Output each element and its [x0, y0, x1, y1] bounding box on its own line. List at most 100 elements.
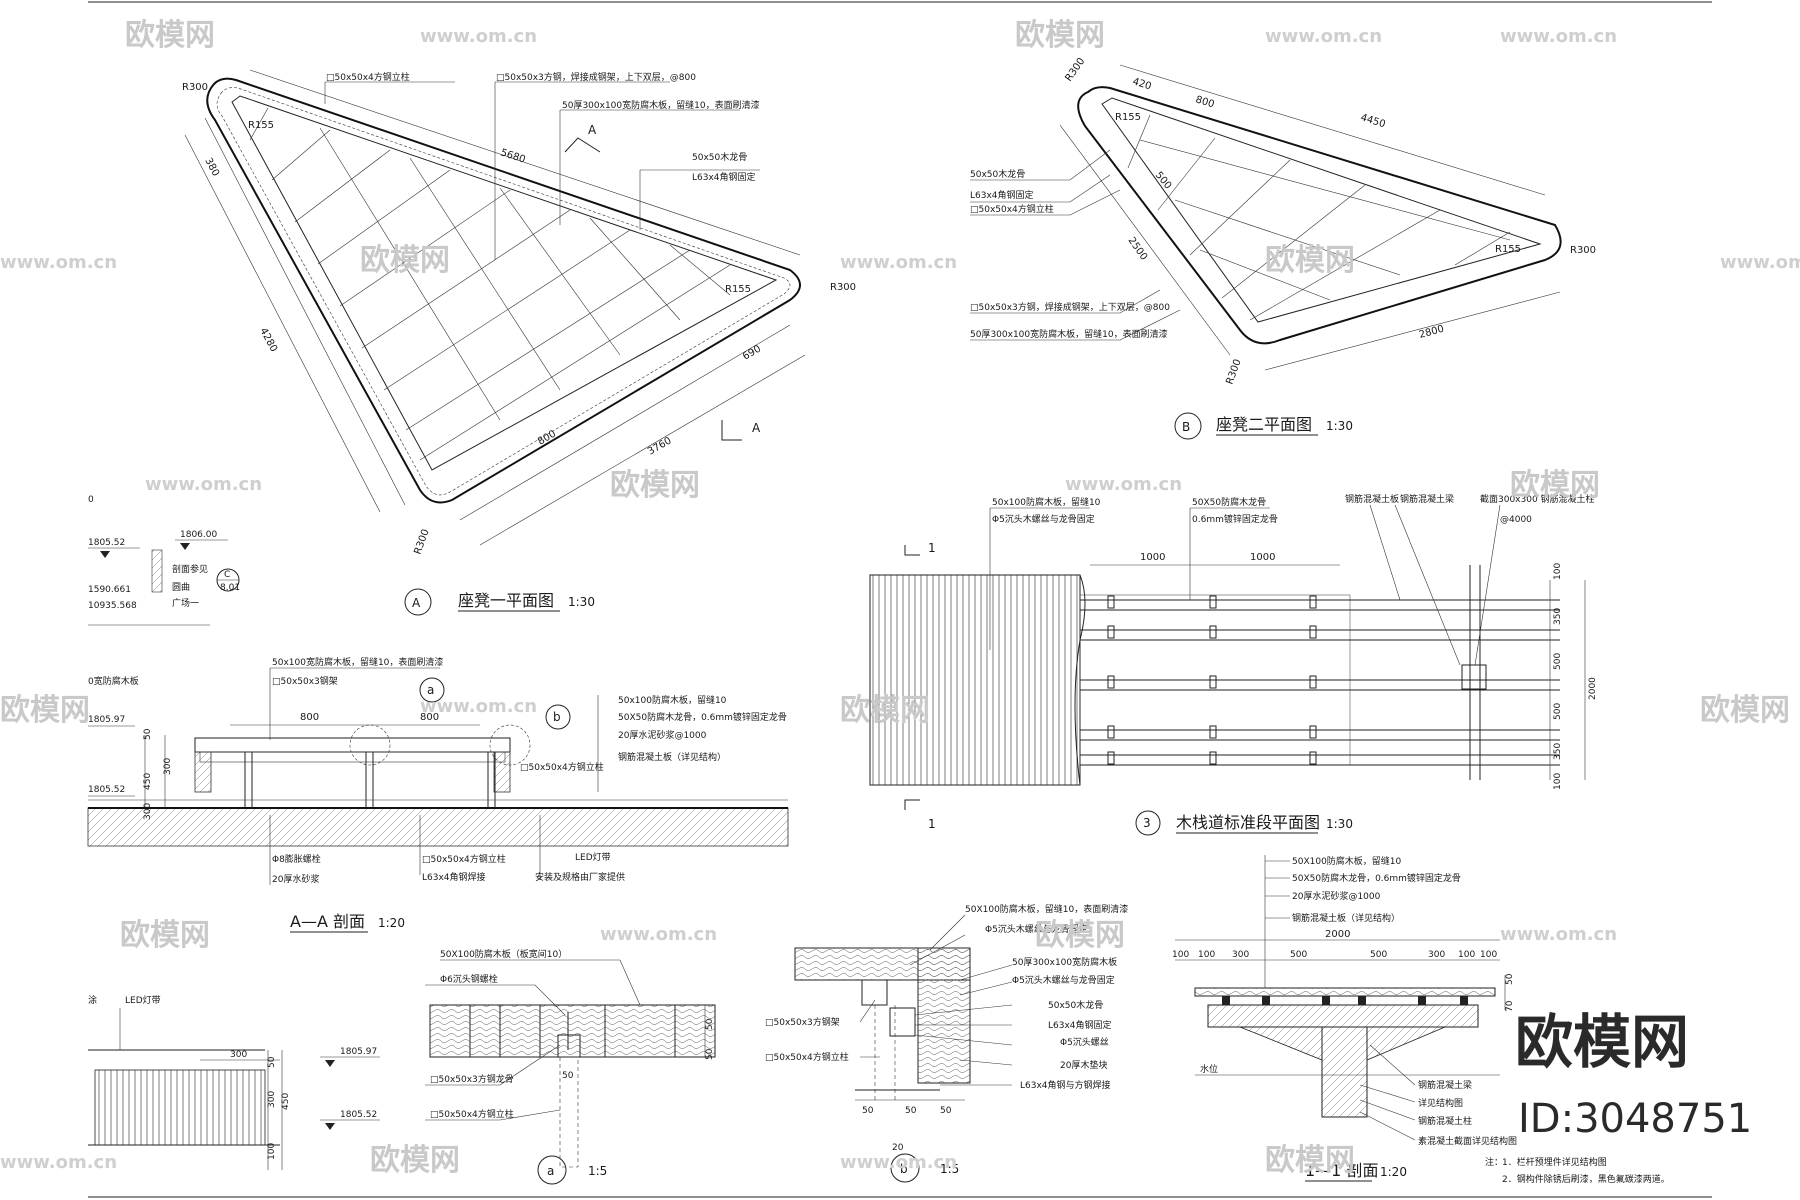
- section-11-note-5: 钢筋混凝土梁: [1418, 1079, 1472, 1091]
- plan-a-note-post: □50x50x4方钢立柱: [326, 71, 410, 83]
- plan-a-dimension-lines: [184, 69, 806, 546]
- plan-b-note-joist: 50x50木龙骨: [970, 168, 1025, 180]
- plan-a-title-marker: [404, 588, 432, 616]
- section-aa-dim-800-a: 800: [300, 712, 319, 723]
- detail-b: 50 50 50 20 50X100防腐木板，留缝10，表面刷清漆 Φ5沉头木螺…: [765, 903, 1128, 1183]
- watermark-url-7: www.om.cn: [145, 474, 262, 495]
- plan-a-outline-inner: [231, 95, 778, 471]
- detail-b-marker: [890, 1153, 920, 1183]
- detail-b-note-6: L63x4角钢固定: [1048, 1019, 1112, 1031]
- plan-a-note-joist: 50x50木龙骨: [692, 151, 747, 163]
- plan-3-dim-1000-b: 1000: [1250, 552, 1275, 563]
- plan-3-note-spacing: @4000: [1500, 515, 1532, 525]
- section-11-leaders-top: [1264, 855, 1290, 988]
- section-11-dim-100-b: 100: [1198, 950, 1215, 960]
- plan-3-note-galv: 0.6mm镀锌固定龙骨: [1192, 513, 1278, 525]
- plan-a-section-mark-bottom: [721, 420, 742, 441]
- plan-b-radius-top: R300: [1063, 56, 1087, 84]
- detail-a-dim-50-a: 50: [705, 1018, 715, 1030]
- plan-a-leaders: [324, 81, 760, 260]
- plan-b-dim-800: 800: [1194, 94, 1215, 110]
- detail-b-note-7: Φ5沉头螺丝: [1060, 1036, 1109, 1048]
- section-11-note-8: 素混凝土截面详见结构图: [1418, 1135, 1517, 1147]
- plan-3-dim-500-a: 500: [1553, 653, 1563, 670]
- watermark-brand-8: 欧模网: [840, 693, 930, 728]
- watermark-brand-9: 欧模网: [1700, 693, 1790, 728]
- plan-b-note-frame: □50x50x3方钢，焊接成钢架，上下双层，@800: [970, 301, 1170, 313]
- plan-3-scale: 1:30: [1326, 817, 1353, 831]
- plan-a-section-mark-top: [564, 137, 601, 153]
- section-aa-dim-800-b: 800: [420, 712, 439, 723]
- detail-b-note-left-1: □50x50x3方钢架: [765, 1016, 840, 1028]
- section-aa-dim-300b: 300: [143, 803, 153, 820]
- detail-a-note-joist: □50x50x3方钢龙骨: [430, 1073, 514, 1085]
- section-aa-callout-a: [419, 677, 445, 703]
- plan-b-radius-right: R300: [1570, 245, 1596, 256]
- detail-b-dim-50-a: 50: [862, 1106, 874, 1116]
- section-11-dim-70: 70: [1505, 1000, 1515, 1012]
- plan-3-dim-500-b: 500: [1553, 703, 1563, 720]
- plan-3-note-column: 截面300x300 钢筋混凝土柱: [1480, 493, 1595, 505]
- watermark-brand-3: 欧模网: [360, 243, 450, 278]
- detail-b-dim-50-c: 50: [940, 1106, 952, 1116]
- plan-3-title-marker: [1135, 810, 1161, 836]
- watermark-url-3: www.om.cn: [1500, 26, 1617, 47]
- section-aa-callout-a-label: a: [427, 683, 434, 697]
- plan-a-dim-top: 5680: [499, 147, 527, 165]
- section-11-dim-500-b: 500: [1370, 950, 1387, 960]
- watermark-brand-1: 欧模网: [125, 18, 215, 53]
- level-note-arrow-1: [100, 551, 110, 558]
- section-aa-note-bottom-4: L63x4角钢焊接: [422, 871, 486, 883]
- plan-3-dim-2000: 2000: [1588, 677, 1598, 700]
- section-11-column: [1321, 1026, 1368, 1118]
- section-aa-level-bottom: 1805.52: [88, 785, 125, 795]
- plan-b: 4450 2800 420 800 500 2500 R300 R155 R30…: [970, 56, 1596, 440]
- detail-b-note-4: Φ5沉头木螺丝与龙骨固定: [1012, 974, 1115, 986]
- plan-a-outline-outer: [206, 77, 801, 504]
- detail-b-note-9: L63x4角钢与方钢焊接: [1020, 1079, 1111, 1091]
- level-note-wall: [151, 549, 163, 593]
- detail-b-note-5: 50x50木龙骨: [1048, 999, 1103, 1011]
- plan-3-note-joist: 50X50防腐木龙骨: [1192, 496, 1266, 508]
- section-aa-note-right-5: □50x50x4方钢立柱: [520, 761, 604, 773]
- section-aa: 800 800 50 300 450 300 1805.97 1805.52 a…: [87, 656, 789, 933]
- plan-3-dim-100-b: 100: [1553, 773, 1563, 790]
- elev-left-dim-50: 50: [267, 1056, 277, 1068]
- detail-a-scale: 1:5: [588, 1164, 607, 1178]
- section-11-haunches: [1239, 1026, 1446, 1061]
- elev-left-body: [94, 1069, 266, 1146]
- plan-b-radius-right-inner: R155: [1495, 244, 1521, 255]
- plan-a-radius-inner: R155: [248, 120, 274, 131]
- section-11-note-1: 50X100防腐木板，留缝10: [1292, 855, 1402, 867]
- plan-b-radius-bottom: R300: [1224, 358, 1243, 386]
- plan-a-scale: 1:30: [568, 595, 595, 609]
- detail-a-note-board: 50X100防腐木板（板宽间10）: [440, 948, 567, 960]
- level-note-text3: 广场一: [172, 597, 199, 609]
- section-11: 水位 2000 100 100 300 500 500 300 100 100 …: [1172, 855, 1517, 1182]
- plan-a-radius-right: R300: [830, 282, 856, 293]
- detail-a-post: [559, 1056, 579, 1168]
- level-note-arrow-2: [180, 543, 190, 550]
- plan-a-note-board: 50厚300x100宽防腐木板，留缝10，表面刷清漆: [562, 99, 760, 111]
- plan-a-dim-690: 690: [741, 344, 763, 363]
- detail-b-dim-50-b: 50: [905, 1106, 917, 1116]
- elev-left-dim-300: 300: [230, 1050, 247, 1060]
- detail-b-side-board: [917, 947, 971, 1084]
- detail-a-leaders: [425, 959, 641, 1121]
- detail-a-board: [429, 1004, 716, 1058]
- plan-a-section-label-top: A: [588, 123, 597, 137]
- detail-a-dim-50-b: 50: [705, 1048, 715, 1060]
- watermark-brand-2: 欧模网: [1015, 18, 1105, 53]
- plan-3-dim-350-a: 350: [1553, 608, 1563, 625]
- plan-3-title: 木栈道标准段平面图: [1176, 813, 1320, 832]
- section-11-scale: 1:20: [1380, 1165, 1407, 1179]
- detail-a-marker: [537, 1155, 567, 1185]
- section-aa-detail-a-circle: [349, 724, 391, 766]
- watermark-brand-10: 欧模网: [120, 918, 210, 953]
- footer-notes: 注： 1．栏杆预埋件详见结构图 2．钢构件除锈后刷漆，黑色氟碳漆两道。: [1485, 1156, 1670, 1185]
- plan-a-title: 座凳一平面图: [458, 591, 554, 610]
- watermark-url-2: www.om.cn: [1265, 26, 1382, 47]
- detail-a-note-bolt: Φ6沉头钢螺栓: [440, 973, 498, 985]
- plan-a: R300 R155 5680 4280 3760 800 690 380 R30…: [182, 69, 856, 616]
- section-11-dim-100-d: 100: [1480, 950, 1497, 960]
